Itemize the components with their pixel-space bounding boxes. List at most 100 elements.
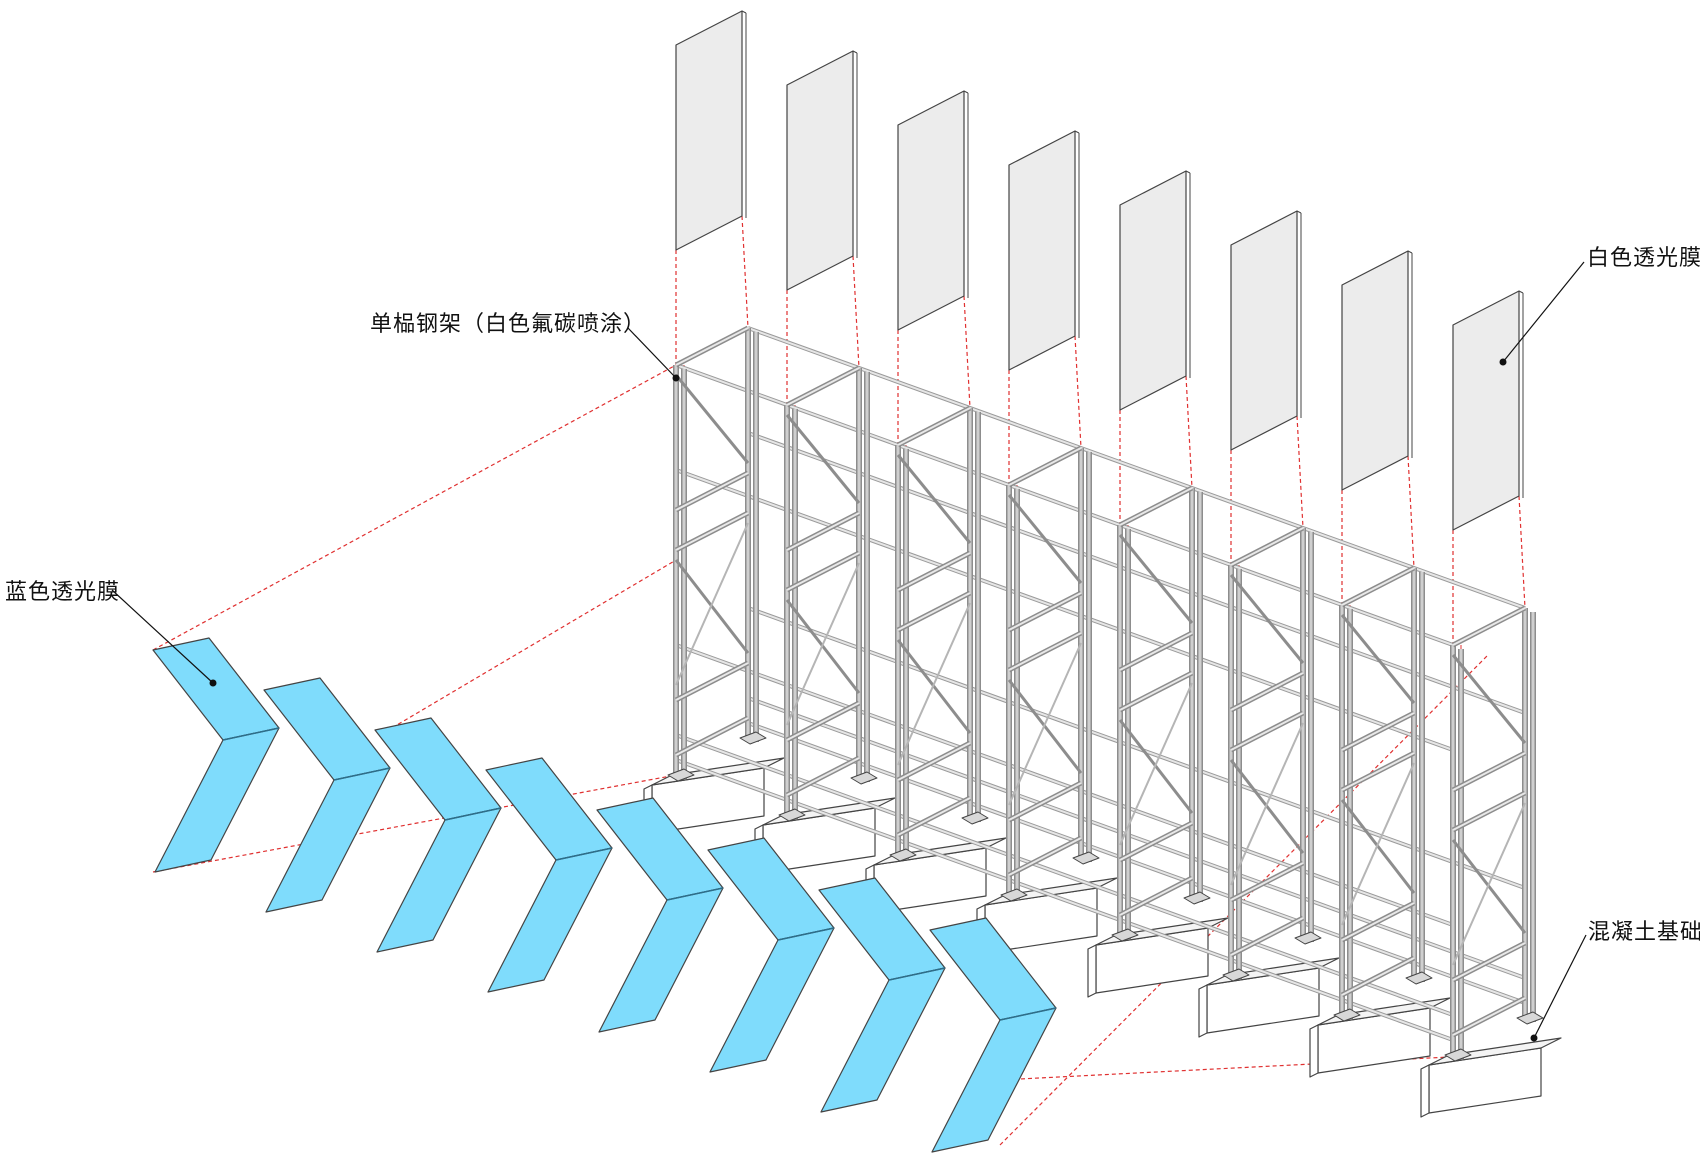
- projection-line: [1407, 455, 1415, 569]
- blue-membrane-lower-leaf: [598, 887, 724, 1033]
- tie-rod-highlight: [747, 432, 1526, 714]
- blue-membrane-lower-leaf: [709, 927, 835, 1073]
- base-plate: [739, 731, 767, 745]
- blue-membrane-upper-leaf: [374, 717, 502, 821]
- blue-membrane-fold: [444, 807, 502, 821]
- frame-beam-face: [1119, 877, 1193, 916]
- frame-brace: [785, 414, 861, 504]
- frame-beam-face: [1452, 942, 1526, 981]
- blue-membrane-lower-leaf: [376, 807, 502, 953]
- frame-brace: [896, 639, 972, 734]
- frame-beam-face: [675, 512, 749, 551]
- frame-brace: [674, 374, 750, 464]
- white-membrane-panel: [1452, 290, 1520, 531]
- frame-beam-face: [1341, 957, 1415, 996]
- projection-line: [152, 774, 677, 873]
- base-plate: [1444, 1048, 1472, 1062]
- tie-rod-highlight: [675, 364, 1454, 646]
- base-plate: [667, 768, 695, 782]
- projection-line: [741, 215, 749, 329]
- frame-brace: [1340, 614, 1416, 704]
- frame-brace: [1229, 759, 1305, 854]
- base-plate: [1516, 1011, 1544, 1025]
- frame-brace: [897, 602, 971, 766]
- base-plate: [778, 808, 806, 822]
- frame-beam-face: [786, 367, 860, 406]
- leader-blue-membrane-dot: [209, 679, 217, 687]
- projection-line: [963, 295, 971, 409]
- frame-beam-face: [897, 552, 971, 591]
- base-plate: [1333, 1008, 1361, 1022]
- frame-brace: [1452, 802, 1526, 966]
- projection-line: [1518, 495, 1526, 609]
- frame-brace: [786, 562, 860, 726]
- frame-brace: [1341, 762, 1415, 926]
- frame-brace: [1229, 574, 1305, 664]
- frame-beam-face: [1341, 712, 1415, 751]
- frame-beam-face: [786, 552, 860, 591]
- frame-beam-face: [1452, 752, 1526, 791]
- frame-beam-face: [1452, 792, 1526, 831]
- frame-brace: [1007, 494, 1083, 584]
- base-plate: [1072, 851, 1100, 865]
- tie-rod-highlight: [747, 697, 1526, 979]
- frame-beam-face: [1452, 607, 1526, 646]
- projection-line: [1185, 375, 1193, 489]
- base-plate: [1111, 928, 1139, 942]
- base-plate: [1222, 968, 1250, 982]
- blue-membrane-fold: [888, 967, 946, 981]
- frame-beam-face: [1008, 592, 1082, 631]
- panel-edge: [741, 10, 747, 14]
- frame-beam-face: [1119, 672, 1193, 711]
- blue-membrane-fold: [222, 727, 280, 741]
- blue-membrane-upper-leaf: [263, 677, 391, 781]
- projection-line: [852, 255, 860, 369]
- white-membrane-panel: [1008, 130, 1076, 371]
- frame-beam-face: [1452, 997, 1526, 1036]
- panel-edge: [1407, 250, 1413, 254]
- frame-brace: [1230, 722, 1304, 886]
- frame-beam-face: [1230, 672, 1304, 711]
- base-plate: [1294, 931, 1322, 945]
- frame-brace: [785, 599, 861, 694]
- frame-beam-face: [1230, 917, 1304, 956]
- frame-brace: [1340, 799, 1416, 894]
- blue-membrane-upper-leaf: [152, 637, 280, 741]
- white-membrane-panel: [1230, 210, 1298, 451]
- frame-brace: [1118, 534, 1194, 624]
- base-plate: [961, 811, 989, 825]
- white-membrane-panel: [1119, 170, 1187, 411]
- white-membrane-panels: [675, 10, 1524, 531]
- blue-membrane-lower-leaf: [931, 1007, 1057, 1153]
- steel-frames: [667, 325, 1544, 1062]
- projection-line: [152, 364, 677, 651]
- tie-rod-highlight: [675, 469, 1454, 751]
- leader-concrete-base-dot: [1530, 1034, 1538, 1042]
- tie-rod-highlight: [675, 734, 1454, 1016]
- frame-beam-face: [1119, 487, 1193, 526]
- frame-beam-face: [1341, 752, 1415, 791]
- base-plate: [850, 771, 878, 785]
- projection-line: [379, 559, 677, 736]
- frame-beam-face: [786, 757, 860, 796]
- base-plate: [1000, 888, 1028, 902]
- blue-membrane-fold: [777, 927, 835, 941]
- frame-brace: [675, 522, 749, 686]
- frame-beam-face: [897, 407, 971, 446]
- frame-beam-face: [675, 662, 749, 701]
- frame-beam-face: [1008, 837, 1082, 876]
- panel-edge: [852, 50, 858, 54]
- white-membrane-panel: [1341, 250, 1409, 491]
- frame-brace: [1119, 682, 1193, 846]
- blue-membrane-fold: [999, 1007, 1057, 1021]
- white-membrane-panel: [786, 50, 854, 291]
- concrete-base-end: [1420, 1064, 1430, 1118]
- white-membrane-panel: [897, 90, 965, 331]
- panel-edge: [1074, 130, 1080, 134]
- tie-rod-highlight: [747, 607, 1526, 889]
- frame-brace: [1118, 719, 1194, 814]
- frame-beam-face: [897, 797, 971, 836]
- label-blue-membrane: 蓝色透光膜: [5, 580, 121, 605]
- frame-brace: [1451, 654, 1527, 744]
